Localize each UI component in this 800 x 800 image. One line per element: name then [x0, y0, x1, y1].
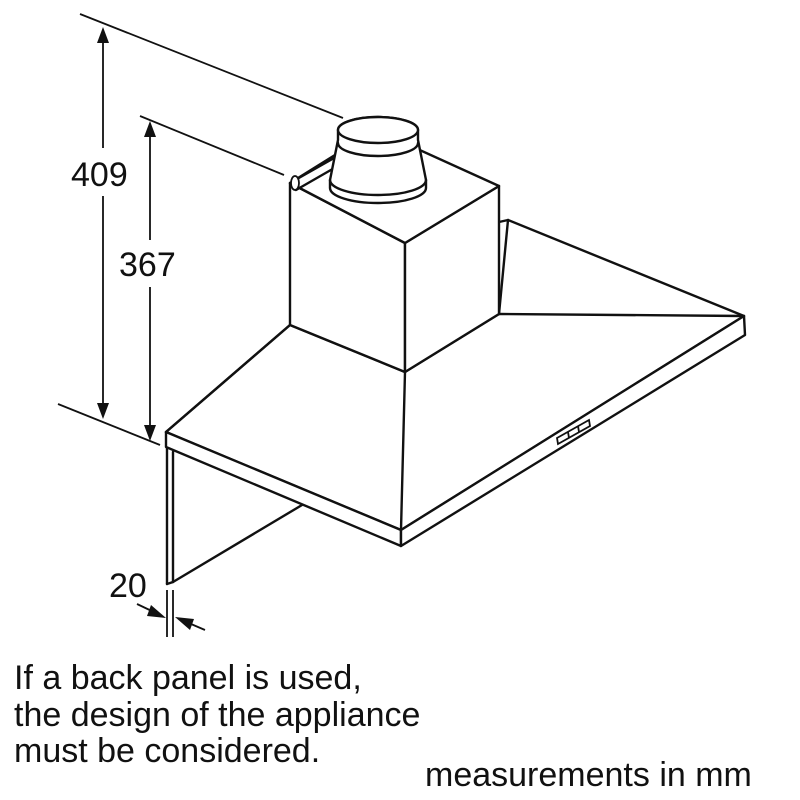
units-label: measurements in mm [425, 756, 752, 794]
dimension-409 [57, 13, 344, 446]
dimension-20 [136, 590, 206, 637]
dimension-409-label: 409 [70, 156, 129, 194]
note-line: must be considered. [14, 732, 321, 771]
air-duct [328, 115, 428, 205]
back-panel-note: If a back panel is used, the design of t… [14, 660, 420, 770]
back-panel [165, 445, 304, 586]
note-line: If a back panel is used, [14, 659, 362, 697]
dimension-367-label: 367 [118, 246, 177, 284]
dimension-367 [139, 115, 285, 441]
control-panel-icon [556, 418, 591, 446]
note-line: the design of the appliance [14, 695, 421, 734]
dimension-20-label: 20 [108, 567, 148, 605]
